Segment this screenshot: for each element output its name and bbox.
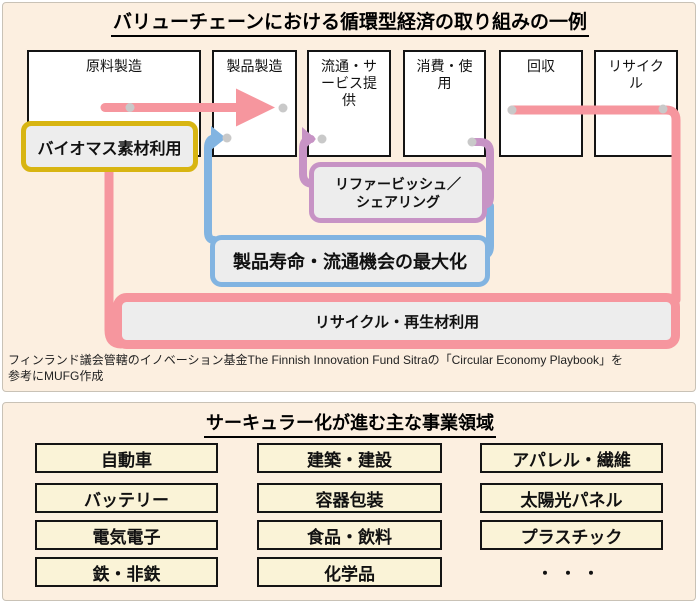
source-note: フィンランド議会管轄のイノベーション基金The Finnish Innovati… <box>8 352 694 384</box>
blue-arrowhead <box>211 126 226 150</box>
refurbish-sharing-label: リファービッシュ／ シェアリング <box>309 162 487 223</box>
source-note-line2: 参考にMUFG作成 <box>8 369 104 383</box>
refurbish-label-line1: リファービッシュ／ <box>335 175 461 192</box>
refurbish-label-line2: シェアリング <box>356 193 440 210</box>
domain-cell-battery: バッテリー <box>35 483 218 513</box>
recycle-material-label: リサイクル・再生材利用 <box>314 314 480 331</box>
main-flow-arrowhead <box>236 88 275 127</box>
product-life-box-ring <box>210 235 490 287</box>
domain-cell-ellipsis: ・・・ <box>536 566 606 583</box>
connection-dot <box>278 103 288 113</box>
recycle-loop-right-arm <box>507 105 681 305</box>
product-life-loop-left-arm <box>204 134 220 244</box>
product-life-maximization-label: 製品寿命・流通機会の最大化 <box>233 252 467 272</box>
connection-dot <box>507 105 517 115</box>
source-note-line1: フィンランド議会管轄のイノベーション基金The Finnish Innovati… <box>8 353 624 367</box>
domain-cell-automobile: 自動車 <box>35 443 218 473</box>
stage-box-collection: 回収 <box>499 50 583 157</box>
domain-cell-plastics: プラスチック <box>480 520 663 550</box>
domain-cell-ferrous-nonferrous: 鉄・非鉄 <box>35 557 218 587</box>
purple-arrowhead <box>302 127 316 151</box>
value-chain-title: バリューチェーンにおける循環型経済の取り組みの一例 <box>0 7 700 37</box>
flow-connectors <box>100 88 681 349</box>
domain-cell-chemicals: 化学品 <box>257 557 442 587</box>
connection-dot <box>222 133 232 143</box>
connection-dot <box>658 104 668 114</box>
connection-dot <box>467 137 477 147</box>
stage-box-recycle: リサイクル <box>594 50 678 157</box>
domain-cell-construction: 建築・建設 <box>257 443 442 473</box>
refurbish-box-ring <box>309 162 487 223</box>
domain-cell-solar-panel: 太陽光パネル <box>480 483 663 513</box>
stage-box-distribution-service: 流通・サービス提供 <box>307 50 391 157</box>
recycle-box-ring <box>113 293 680 349</box>
biomass-material-label-box: バイオマス素材利用 <box>21 121 198 172</box>
connection-dot <box>125 103 135 112</box>
domain-cell-apparel-textile: アパレル・繊維 <box>480 443 663 473</box>
domain-cell-food-beverage: 食品・飲料 <box>257 520 442 550</box>
connection-dot <box>317 134 327 144</box>
domain-cell-packaging: 容器包装 <box>257 483 442 513</box>
business-domains-title: サーキュラー化が進む主な事業領域 <box>0 409 700 438</box>
domain-cell-electronics: 電気電子 <box>35 520 218 550</box>
